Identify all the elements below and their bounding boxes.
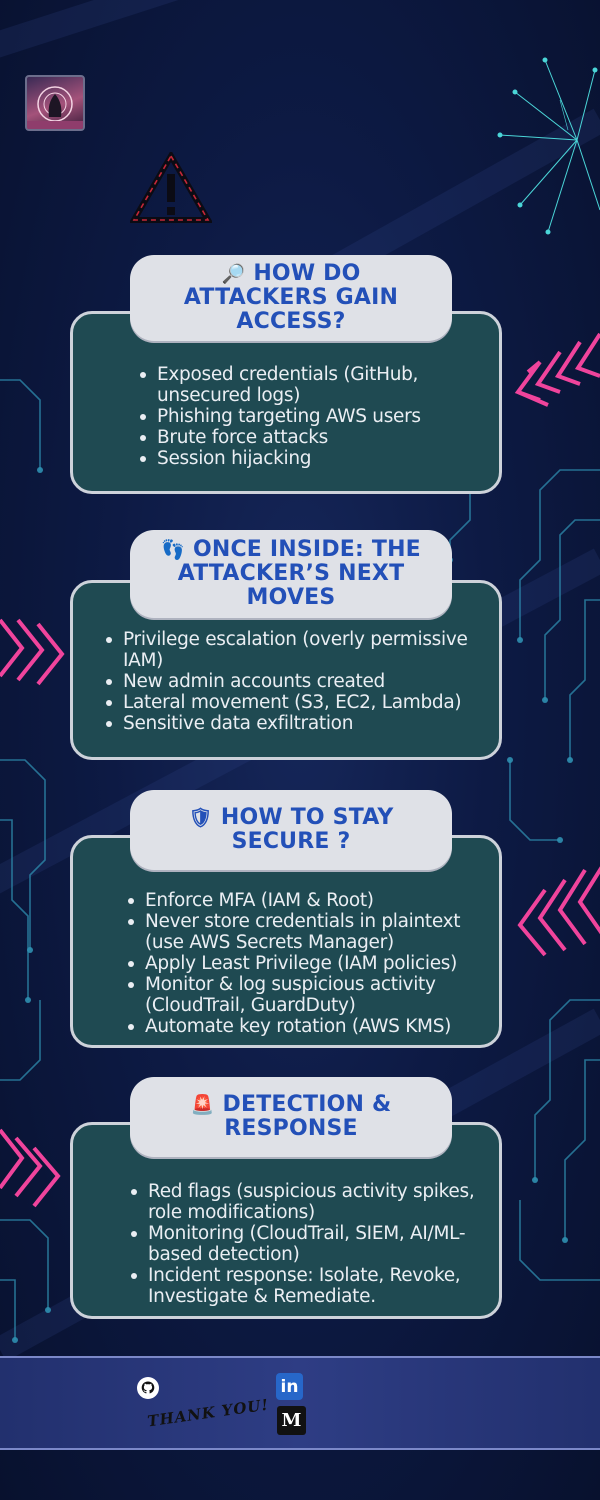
section-title: 🛡HOW TO STAY SECURE ? bbox=[188, 805, 394, 854]
circuit-traces-right bbox=[449, 469, 600, 1281]
magnifier-icon: 🔎 bbox=[221, 263, 246, 285]
list-item: Monitoring (CloudTrail, SIEM, AI/ML-base… bbox=[128, 1223, 483, 1265]
section-title: 🚨DETECTION & RESPONSE bbox=[190, 1092, 392, 1141]
section-title-box: 🚨DETECTION & RESPONSE bbox=[130, 1077, 452, 1157]
item-list: Privilege escalation (overly permissive … bbox=[103, 629, 488, 734]
item-list: Red flags (suspicious activity spikes, r… bbox=[128, 1181, 483, 1307]
section-title-box: 🛡HOW TO STAY SECURE ? bbox=[130, 790, 452, 870]
section-title-box: 👣ONCE INSIDE: THE ATTACKER’S NEXT MOVES bbox=[130, 530, 452, 618]
list-item: Exposed credentials (GitHub, unsecured l… bbox=[137, 364, 477, 406]
list-item: Session hijacking bbox=[137, 448, 477, 469]
star-burst bbox=[497, 57, 600, 235]
item-list: Enforce MFA (IAM & Root) Never store cre… bbox=[125, 890, 485, 1037]
chevrons-left-2 bbox=[0, 1128, 61, 1208]
list-item: Never store credentials in plaintext (us… bbox=[125, 911, 485, 953]
medium-icon[interactable]: M bbox=[277, 1406, 306, 1435]
chevrons-right-1 bbox=[514, 332, 600, 407]
footer-band bbox=[0, 1356, 600, 1450]
chevrons-left-1 bbox=[0, 618, 65, 686]
warning-icon bbox=[130, 152, 212, 223]
list-item: Incident response: Isolate, Revoke, Inve… bbox=[128, 1265, 483, 1307]
github-icon[interactable] bbox=[136, 1376, 160, 1400]
linkedin-icon[interactable]: in bbox=[276, 1373, 303, 1400]
section-title: 👣ONCE INSIDE: THE ATTACKER’S NEXT MOVES bbox=[161, 537, 421, 610]
section-title-box: 🔎HOW DO ATTACKERS GAIN ACCESS? bbox=[130, 255, 452, 341]
list-item: Automate key rotation (AWS KMS) bbox=[125, 1016, 485, 1037]
list-item: Phishing targeting AWS users bbox=[137, 406, 477, 427]
list-item: Privilege escalation (overly permissive … bbox=[103, 629, 488, 671]
list-item: Red flags (suspicious activity spikes, r… bbox=[128, 1181, 483, 1223]
list-item: Sensitive data exfiltration bbox=[103, 713, 488, 734]
list-item: Lateral movement (S3, EC2, Lambda) bbox=[103, 692, 488, 713]
section-title: 🔎HOW DO ATTACKERS GAIN ACCESS? bbox=[183, 261, 399, 334]
item-list: Exposed credentials (GitHub, unsecured l… bbox=[137, 364, 477, 469]
content-box: Exposed credentials (GitHub, unsecured l… bbox=[70, 311, 502, 494]
logo bbox=[25, 75, 85, 131]
list-item: Brute force attacks bbox=[137, 427, 477, 448]
chevrons-right-2 bbox=[517, 866, 600, 957]
list-item: Monitor & log suspicious activity (Cloud… bbox=[125, 974, 485, 1016]
list-item: Enforce MFA (IAM & Root) bbox=[125, 890, 485, 911]
footprints-icon: 👣 bbox=[161, 539, 185, 561]
shield-icon: 🛡 bbox=[188, 807, 213, 829]
list-item: Apply Least Privilege (IAM policies) bbox=[125, 953, 485, 974]
siren-icon: 🚨 bbox=[190, 1094, 215, 1116]
list-item: New admin accounts created bbox=[103, 671, 488, 692]
content-box: Enforce MFA (IAM & Root) Never store cre… bbox=[70, 835, 502, 1048]
